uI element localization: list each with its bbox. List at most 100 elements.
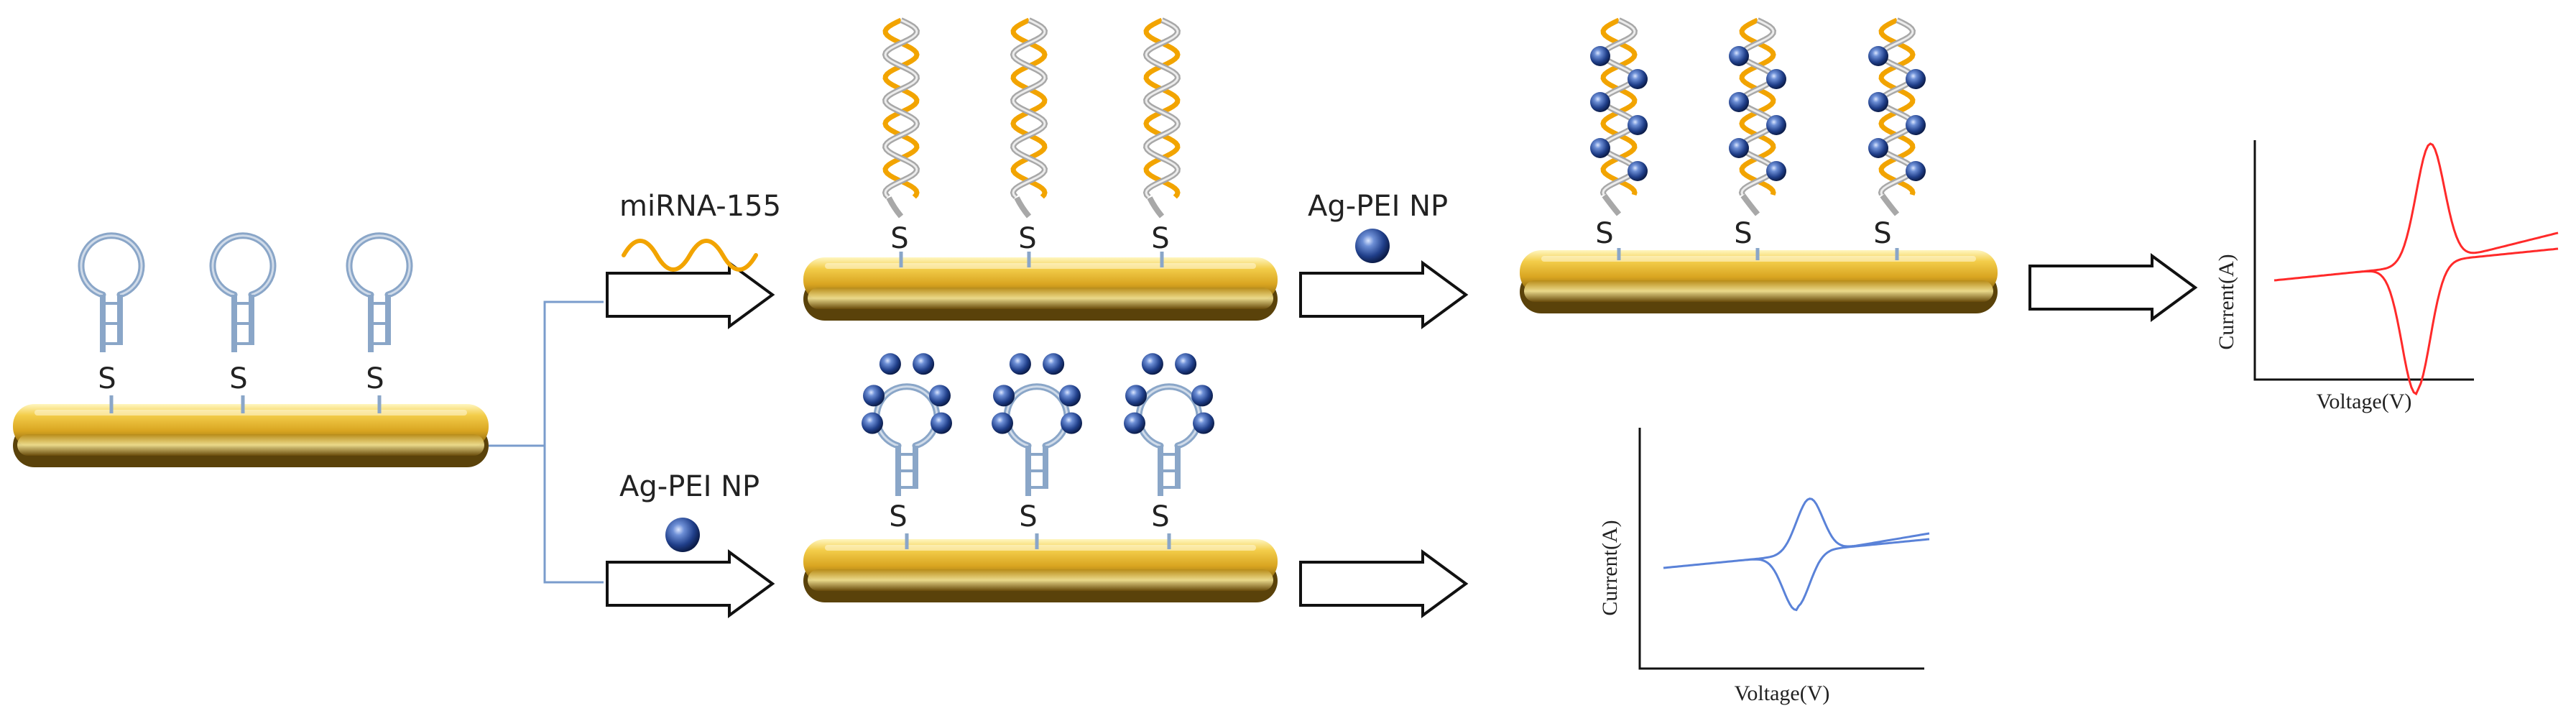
- nanoparticle: [1729, 46, 1749, 66]
- gold-electrode: [1520, 250, 1998, 313]
- process-arrow: [1299, 549, 1469, 618]
- nanoparticle: [1868, 92, 1888, 112]
- nanoparticle: [1868, 46, 1888, 66]
- probe-tail: [1880, 193, 1900, 216]
- x-axis-label: Voltage(V): [1735, 681, 1830, 705]
- dna-probes: [78, 17, 1926, 549]
- nanoparticle: [1766, 69, 1786, 89]
- dna-duplex: [1010, 17, 1048, 219]
- nanoparticle: [1590, 92, 1610, 112]
- electrode-highlight: [34, 410, 467, 416]
- agpei-top-label: Ag-PEI NP: [1308, 190, 1448, 223]
- thiol-s-label: S: [1734, 217, 1752, 250]
- cv-curve-red: [2273, 142, 2559, 396]
- hairpin-probe: [209, 232, 277, 352]
- electrode-rim: [17, 434, 484, 456]
- process-arrow: [2028, 253, 2198, 322]
- mirna-reagent: miRNA-155: [619, 190, 781, 272]
- gold-electrodes: [13, 250, 1998, 602]
- nanoparticle: [993, 385, 1015, 407]
- hairpin-probe: [346, 232, 413, 352]
- process-arrow: [606, 549, 775, 618]
- nanoparticle: [1061, 412, 1082, 434]
- nanoparticle: [929, 385, 951, 407]
- hairpin-loop-shine: [1137, 385, 1201, 447]
- dna-duplex: [1868, 17, 1926, 216]
- electrode-highlight: [825, 263, 1256, 269]
- nanoparticle-icon: [665, 518, 700, 552]
- thiol-s-label: S: [1019, 500, 1037, 533]
- electrode-rim: [808, 569, 1273, 591]
- dna-duplex: [1729, 17, 1786, 216]
- mirna-wave-icon: [622, 239, 758, 272]
- probe-strand-shine: [1145, 19, 1179, 198]
- probe-tail: [1602, 193, 1622, 216]
- dna-duplex: [1590, 17, 1648, 216]
- nanoparticle: [1141, 353, 1163, 375]
- plot-axes: [2253, 140, 2474, 381]
- mirna-strand: [1878, 17, 1916, 196]
- hairpin-loop-shine: [211, 234, 274, 296]
- branch-connector: [489, 300, 604, 584]
- mirna-strand: [1143, 17, 1181, 199]
- agpei-bottom-reagent: Ag-PEI NP: [619, 470, 760, 552]
- nanoparticle: [1193, 412, 1214, 434]
- cv-plot-bottom: Current(A) Voltage(V): [1598, 428, 1930, 705]
- probe-tail: [886, 196, 904, 219]
- nanoparticle: [1125, 385, 1147, 407]
- dna-duplex: [1142, 17, 1181, 219]
- thiol-s-label: S: [1595, 217, 1613, 250]
- nanoparticle: [1906, 115, 1926, 135]
- nanoparticle: [1009, 353, 1031, 375]
- thiol-s-label: S: [98, 362, 116, 395]
- probe-tail: [1740, 193, 1760, 216]
- y-axis-label: Current(A): [2215, 254, 2238, 349]
- hairpin-loop-shine: [1005, 385, 1068, 447]
- y-axis-label: Current(A): [1598, 520, 1622, 615]
- thiol-s-label: S: [1018, 222, 1036, 255]
- nanoparticle: [1868, 138, 1888, 158]
- process-arrows: [606, 253, 2198, 618]
- mirna-label: miRNA-155: [619, 190, 781, 223]
- mirna-strand: [1010, 17, 1048, 199]
- thiol-s-label: S: [366, 362, 384, 395]
- probe-tail: [1014, 196, 1032, 219]
- agpei-top-reagent: Ag-PEI NP: [1308, 190, 1448, 263]
- nanoparticle: [1059, 385, 1081, 407]
- process-arrow: [606, 260, 775, 329]
- nanoparticle: [1906, 161, 1926, 181]
- nanoparticle: [1729, 92, 1749, 112]
- nanoparticle: [1043, 353, 1065, 375]
- nanoparticle: [1628, 115, 1648, 135]
- cv-curve-blue: [1663, 497, 1930, 612]
- nanoparticle: [1628, 161, 1648, 181]
- nanoparticle: [913, 353, 935, 375]
- electrode-rim: [1524, 280, 1993, 302]
- nanoparticle: [1590, 138, 1610, 158]
- hairpin-loop-shine: [875, 385, 938, 447]
- probe-strand-shine: [884, 19, 918, 198]
- nanoparticle: [1906, 69, 1926, 89]
- thiol-s-label: S: [1873, 217, 1891, 250]
- mirna-strand: [1739, 17, 1776, 196]
- plot-axes: [1638, 428, 1924, 670]
- thiol-s-label: S: [890, 222, 908, 255]
- hairpin-probe: [992, 353, 1082, 496]
- thiol-s-label: S: [1151, 222, 1169, 255]
- process-arrow: [1299, 260, 1469, 329]
- nanoparticle: [992, 412, 1013, 434]
- nanoparticle: [862, 412, 883, 434]
- nanoparticle: [1124, 412, 1145, 434]
- mirna-strand: [1600, 17, 1638, 196]
- probe-tail: [1147, 196, 1165, 219]
- hairpin-loop-shine: [348, 234, 411, 296]
- nanoparticle: [879, 353, 901, 375]
- gold-electrode: [803, 539, 1278, 602]
- nanoparticle-icon: [1355, 229, 1390, 263]
- nanoparticle: [931, 412, 952, 434]
- dna-duplex: [882, 17, 920, 219]
- gold-electrode: [803, 257, 1278, 321]
- nanoparticle: [1729, 138, 1749, 158]
